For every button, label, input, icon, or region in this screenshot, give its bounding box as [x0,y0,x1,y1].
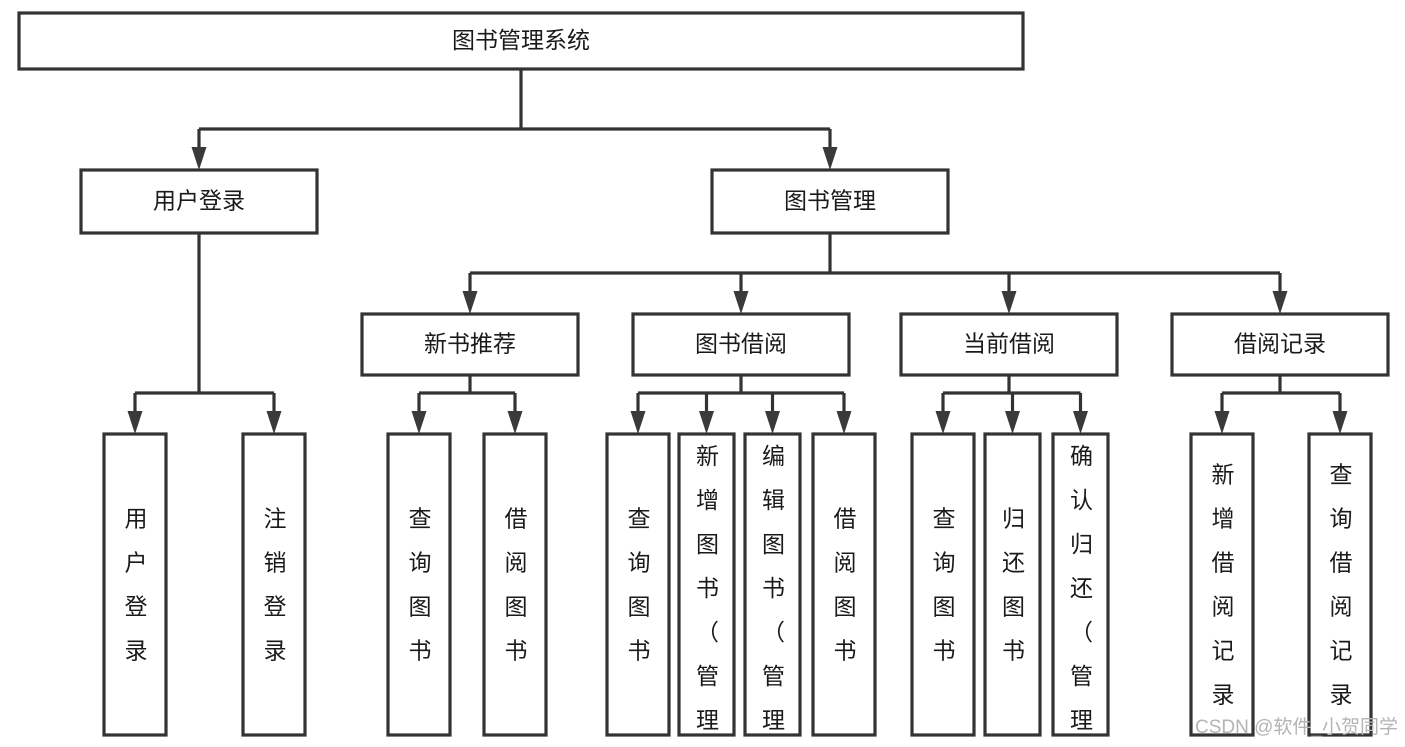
arrow-head-icon [1214,411,1230,434]
arrow-head-icon [935,411,951,434]
arrow-head-icon [1005,411,1020,434]
node-label: 图书管理系统 [452,27,590,53]
node-label: 查询图书 [628,506,651,664]
node-leaf_0[interactable]: 用户登录 [102,432,168,737]
node-leaf_9[interactable]: 归还图书 [983,432,1042,737]
node-label: 借阅记录 [1234,331,1326,357]
node-box[interactable] [605,432,671,737]
node-box[interactable] [910,432,976,737]
node-box[interactable] [360,312,580,377]
node-l3_1[interactable]: 图书借阅 [631,312,851,377]
node-box[interactable] [1307,432,1373,737]
node-box[interactable] [1051,432,1110,737]
node-leaf_6[interactable]: 编辑图书（管理员） [743,432,802,747]
node-label: 注销登录 [264,506,287,664]
node-l3_2[interactable]: 当前借阅 [899,312,1119,377]
node-box[interactable] [983,432,1042,737]
node-label: 图书管理 [784,188,876,214]
arrow-head-icon [822,147,838,170]
node-box[interactable] [79,168,319,235]
arrow-head-icon [699,411,714,434]
node-box[interactable] [17,11,1025,71]
node-box[interactable] [482,432,548,737]
node-leaf_8[interactable]: 查询图书 [910,432,976,737]
node-box[interactable] [899,312,1119,377]
node-label: 用户登录 [125,506,148,664]
arrow-head-icon [733,291,749,314]
node-label: 图书借阅 [695,331,787,357]
connector-layer [127,69,1348,434]
node-label: 新书推荐 [424,331,516,357]
arrow-head-icon [1272,291,1288,314]
node-box[interactable] [743,432,802,737]
node-label: 查询借阅记录 [1330,462,1353,708]
arrow-head-icon [630,411,646,434]
node-label: 用户登录 [153,188,245,214]
node-label: 借阅图书 [505,506,528,664]
arrow-head-icon [191,147,207,170]
node-label: 确认归还（管理员） [1070,443,1093,747]
arrow-head-icon [836,411,852,434]
node-leaf_11[interactable]: 新增借阅记录 [1189,432,1255,737]
arrow-head-icon [1073,411,1088,434]
node-leaf_1[interactable]: 注销登录 [241,432,307,737]
node-label: 查询图书 [933,506,956,664]
node-l3_3[interactable]: 借阅记录 [1170,312,1390,377]
arrow-head-icon [1332,411,1348,434]
node-box[interactable] [677,432,736,737]
node-box[interactable] [386,432,452,737]
node-box[interactable] [102,432,168,737]
node-layer: 图书管理系统用户登录图书管理新书推荐图书借阅当前借阅借阅记录用户登录注销登录查询… [17,11,1390,747]
csdn-watermark: CSDN @软件_小贺同学 [1195,716,1398,738]
node-label: 新增借阅记录 [1212,462,1235,708]
node-leaf_10[interactable]: 确认归还（管理员） [1051,432,1110,747]
node-leaf_12[interactable]: 查询借阅记录 [1307,432,1373,737]
node-box[interactable] [241,432,307,737]
node-leaf_3[interactable]: 借阅图书 [482,432,548,737]
arrow-head-icon [507,411,523,434]
node-leaf_5[interactable]: 新增图书（管理员） [677,432,736,747]
node-box[interactable] [710,168,950,235]
node-leaf_2[interactable]: 查询图书 [386,432,452,737]
node-label: 当前借阅 [963,331,1055,357]
arrow-head-icon [266,411,282,434]
arrow-head-icon [1001,291,1017,314]
node-leaf_7[interactable]: 借阅图书 [811,432,877,737]
node-label: 查询图书 [409,506,432,664]
node-box[interactable] [631,312,851,377]
node-box[interactable] [811,432,877,737]
node-root[interactable]: 图书管理系统 [17,11,1025,71]
node-label: 编辑图书（管理员） [762,443,785,747]
node-label: 新增图书（管理员） [696,443,719,747]
node-label: 借阅图书 [834,506,857,664]
node-label: 归还图书 [1002,506,1025,664]
arrow-head-icon [127,411,143,434]
node-box[interactable] [1189,432,1255,737]
node-l2_1[interactable]: 图书管理 [710,168,950,235]
node-l2_0[interactable]: 用户登录 [79,168,319,235]
arrow-head-icon [765,411,780,434]
arrow-head-icon [411,411,427,434]
node-leaf_4[interactable]: 查询图书 [605,432,671,737]
arrow-head-icon [462,291,478,314]
node-box[interactable] [1170,312,1390,377]
node-l3_0[interactable]: 新书推荐 [360,312,580,377]
